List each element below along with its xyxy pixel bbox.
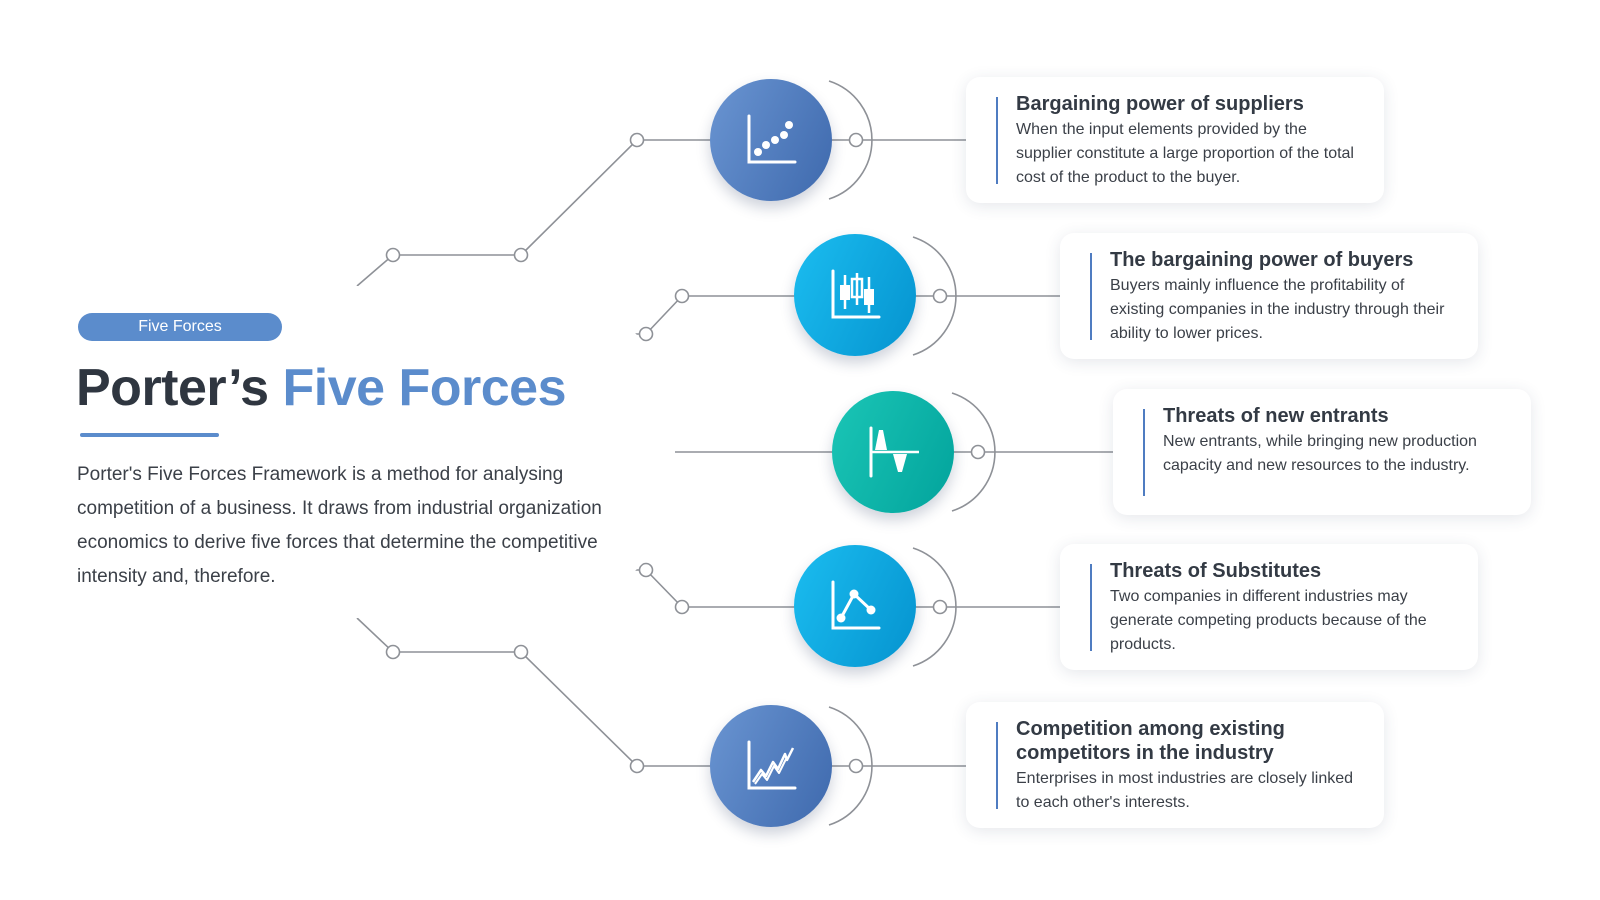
force-4-card: Threats of Substitutes Two companies in … <box>1060 544 1478 670</box>
arc-4 <box>912 547 957 667</box>
force-2-accent-bar <box>1090 253 1092 340</box>
node-4b <box>674 599 690 615</box>
page-title: Porter’s Five Forces <box>76 358 567 418</box>
title-underline <box>80 433 219 437</box>
trend-chart-icon <box>747 740 797 790</box>
candlestick-chart-icon <box>831 269 881 319</box>
node-2b <box>674 288 690 304</box>
force-1-title: Bargaining power of suppliers <box>1016 93 1304 115</box>
intro-description: Porter's Five Forces Framework is a meth… <box>77 464 602 587</box>
section-badge: Five Forces <box>78 313 282 341</box>
node-2a <box>638 326 654 342</box>
force-1-accent-bar <box>996 97 998 184</box>
node-2c <box>932 288 948 304</box>
arc-5 <box>828 706 873 826</box>
node-1d <box>848 132 864 148</box>
force-4-circle <box>794 545 916 667</box>
force-2-circle <box>794 234 916 356</box>
force-5-title: Competition among existing competitors i… <box>1016 718 1285 764</box>
force-2-card: The bargaining power of buyers Buyers ma… <box>1060 233 1478 359</box>
node-3a <box>970 444 986 460</box>
node-5d <box>848 758 864 774</box>
node-1c <box>629 132 645 148</box>
force-3-description: New entrants, while bringing new product… <box>1163 433 1477 474</box>
force-3-accent-bar <box>1143 409 1145 496</box>
arc-1 <box>828 80 873 200</box>
force-2-description: Buyers mainly influence the profitabilit… <box>1110 277 1445 342</box>
node-4c <box>932 599 948 615</box>
node-5b <box>513 644 529 660</box>
line-chart-icon <box>831 580 881 630</box>
force-3-card: Threats of new entrants New entrants, wh… <box>1113 389 1531 515</box>
page-title-part-2: Five Forces <box>282 359 567 417</box>
waveform-chart-icon <box>869 426 919 478</box>
force-1-description: When the input elements provided by the … <box>1016 121 1354 186</box>
force-2-title: The bargaining power of buyers <box>1110 249 1414 271</box>
node-5c <box>629 758 645 774</box>
node-1a <box>385 247 401 263</box>
arc-3 <box>951 392 996 512</box>
force-4-accent-bar <box>1090 564 1092 651</box>
force-3-circle <box>832 391 954 513</box>
node-1b <box>513 247 529 263</box>
force-3-title: Threats of new entrants <box>1163 405 1389 427</box>
node-5a <box>385 644 401 660</box>
arc-2 <box>912 236 957 356</box>
force-5-card: Competition among existing competitors i… <box>966 702 1384 828</box>
intro-panel: Five Forces Porter’s Five Forces Porter'… <box>0 286 675 618</box>
intro-panel-background <box>0 286 675 618</box>
force-5-circle <box>710 705 832 827</box>
force-4-description: Two companies in different industries ma… <box>1110 588 1427 653</box>
force-5-accent-bar <box>996 722 998 809</box>
force-1-card: Bargaining power of suppliers When the i… <box>966 77 1384 203</box>
force-4-title: Threats of Substitutes <box>1110 560 1322 582</box>
force-5-description: Enterprises in most industries are close… <box>1016 770 1354 811</box>
page-title-part-1: Porter’s <box>76 359 269 417</box>
node-4a <box>638 562 654 578</box>
scatter-chart-icon <box>747 114 797 164</box>
force-1-circle <box>710 79 832 201</box>
